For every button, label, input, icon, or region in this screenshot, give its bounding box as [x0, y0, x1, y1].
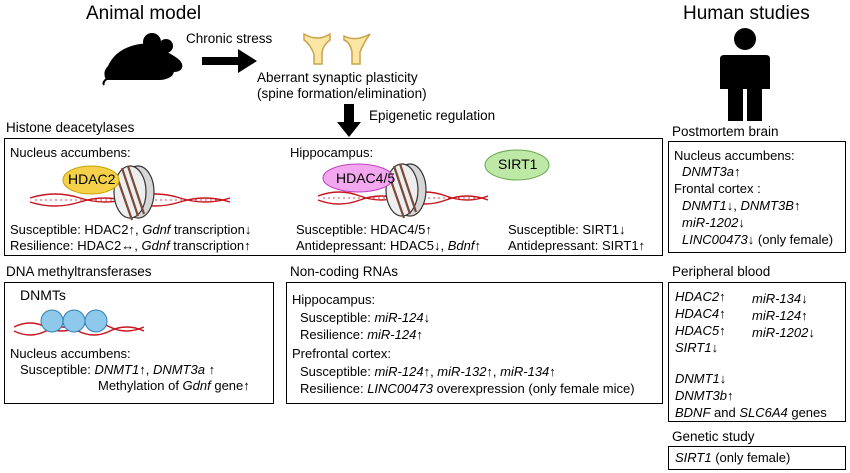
- sirt1-susceptible: Susceptible: SIRT1↓: [508, 222, 626, 237]
- pb-dnmt3b: DNMT3b↑: [675, 388, 734, 403]
- pb-hdac2: HDAC2↑: [675, 289, 726, 304]
- ncrna-hip-susceptible: Susceptible: miR-124↓: [300, 310, 431, 325]
- ncrna-pfc-heading: Prefrontal cortex:: [292, 346, 391, 361]
- genetic-sirt1: SIRT1 (only female): [675, 450, 791, 465]
- dendritic-spine-icon: [303, 32, 371, 65]
- dnmt-box: [4, 282, 274, 404]
- pb-sirt1: SIRT1↓: [675, 340, 719, 355]
- ncrna-hip-resilience: Resilience: miR-124↑: [300, 327, 423, 342]
- genetic-box: [668, 446, 846, 470]
- hdac-hip-antidepressant: Antidepressant: HDAC5↓, Bdnf↑: [296, 238, 481, 253]
- right-arrow-icon: [202, 49, 257, 73]
- mouse-icon: [102, 33, 183, 86]
- nucleosome-hdac45-graphic: [318, 163, 488, 219]
- postmortem-title: Postmortem brain: [672, 124, 779, 139]
- hdac2-enzyme-label: HDAC2: [68, 171, 116, 187]
- ncrna-pfc-resilience: Resilience: LINC00473 overexpression (on…: [300, 381, 635, 396]
- pm-frontal-heading: Frontal cortex :: [674, 181, 761, 196]
- genetic-title: Genetic study: [672, 429, 755, 444]
- dnmt-nac-susceptible: Susceptible: DNMT1↑, DNMT3a ↑: [20, 362, 216, 377]
- down-arrow-icon: [337, 104, 361, 137]
- pm-nac-dnmt3a: DNMT3a↑: [682, 164, 741, 179]
- aberrant-plasticity-line1: Aberrant synaptic plasticity: [257, 70, 418, 85]
- pm-nac-heading: Nucleus accumbens:: [674, 148, 795, 163]
- dnmts-label: DNMTs: [20, 287, 66, 303]
- hdac-section-title: Histone deacetylases: [6, 120, 135, 135]
- pb-mir134: miR-134↓: [752, 291, 808, 306]
- postmortem-box: [668, 141, 846, 253]
- ncrna-pfc-susceptible: Susceptible: miR-124↑, miR-132↑, miR-134…: [300, 364, 556, 379]
- human-studies-title: Human studies: [683, 3, 810, 24]
- dnmt-nac-methylation: Methylation of Gdnf gene↑: [98, 378, 250, 393]
- hdac-hip-susceptible: Susceptible: HDAC4/5↑: [296, 222, 432, 237]
- hdac-nac-heading: Nucleus accumbens:: [10, 145, 131, 160]
- pm-frontal-linc: LINC00473↓ (only female): [682, 232, 834, 247]
- dnmt-section-title: DNA methyltransferases: [6, 264, 152, 279]
- dnmt-dna-graphic: [14, 309, 144, 336]
- sirt1-enzyme-label: SIRT1: [498, 156, 538, 172]
- ncrna-hippocampus-heading: Hippocampus:: [292, 292, 376, 307]
- dnmt-nac-heading: Nucleus accumbens:: [10, 346, 131, 361]
- hdac-nac-resilience: Resilience: HDAC2↔, Gdnf transcription↑: [10, 238, 251, 253]
- hdac45-enzyme-label: HDAC4/5: [336, 170, 396, 186]
- pb-genes: BDNF and SLC6A4 genes: [675, 405, 827, 420]
- hdac-hippocampus-heading: Hippocampus:: [290, 145, 374, 160]
- human-icon: [720, 28, 770, 121]
- peripheral-title: Peripheral blood: [672, 264, 771, 279]
- ncrna-box: [286, 282, 663, 404]
- pb-hdac5: HDAC5↑: [675, 323, 726, 338]
- ncrna-section-title: Non-coding RNAs: [290, 264, 399, 279]
- sirt1-antidepressant: Antidepressant: SIRT1↑: [508, 238, 646, 253]
- pm-frontal-dnmt: DNMT1↓, DNMT3B↑: [682, 198, 801, 213]
- pb-dnmt1: DNMT1↓: [675, 371, 727, 386]
- pb-mir1202: miR-1202↓: [752, 325, 815, 340]
- nucleosome-hdac2-graphic: [30, 165, 230, 221]
- pb-hdac4: HDAC4↑: [675, 306, 726, 321]
- chronic-stress-label: Chronic stress: [186, 31, 273, 46]
- pb-mir124: miR-124↑: [752, 308, 808, 323]
- animal-model-title: Animal model: [86, 3, 202, 24]
- peripheral-box: [668, 282, 846, 422]
- sirt1-ellipse: [484, 149, 550, 181]
- epigenetic-regulation-label: Epigenetic regulation: [369, 108, 496, 123]
- aberrant-plasticity-line2: (spine formation/elimination): [257, 86, 427, 101]
- pm-frontal-mir1202: miR-1202↓: [682, 215, 745, 230]
- hdac-nac-susceptible: Susceptible: HDAC2↑, Gdnf transcription↓: [10, 222, 252, 237]
